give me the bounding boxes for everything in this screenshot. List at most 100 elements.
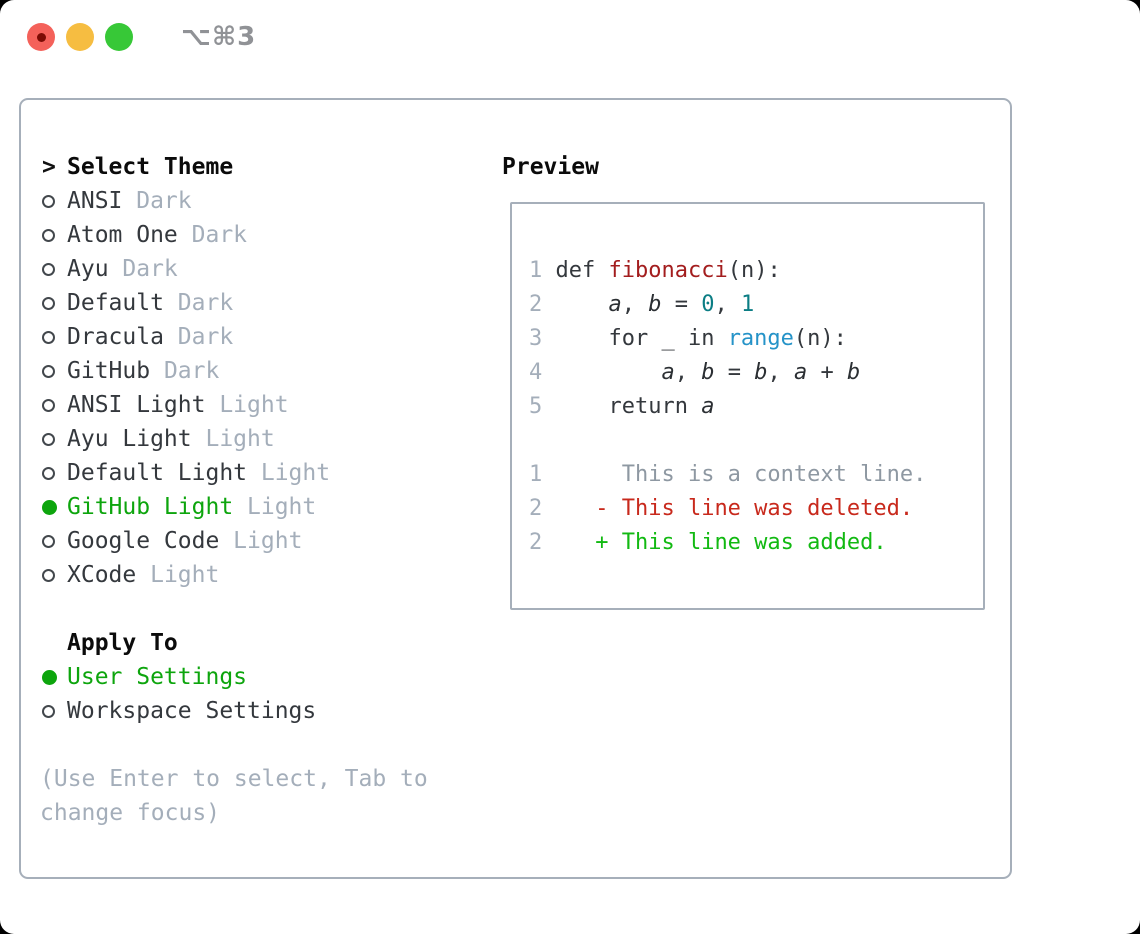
theme-option-github-light[interactable]: GitHub Light Light xyxy=(42,490,330,524)
theme-option-ansi-light[interactable]: ANSI Light Light xyxy=(42,388,330,422)
theme-name: GitHub xyxy=(67,358,151,384)
theme-variant: Dark xyxy=(122,188,192,214)
apply-option-label: User Settings xyxy=(67,664,248,690)
theme-name: Ayu xyxy=(67,256,109,282)
close-button[interactable] xyxy=(27,23,55,51)
apply-option-user-settings[interactable]: User Settings xyxy=(42,660,316,694)
theme-variant: Light xyxy=(219,528,303,554)
theme-name: XCode xyxy=(67,562,137,588)
code-token: , xyxy=(714,291,741,317)
radio-icon xyxy=(42,194,55,208)
theme-variant: Light xyxy=(247,460,331,486)
code-token: = xyxy=(714,359,755,385)
theme-option-github[interactable]: GitHub Dark xyxy=(42,354,330,388)
window-title: ⌥⌘3 xyxy=(181,22,257,52)
radio-icon xyxy=(42,398,55,412)
radio-icon xyxy=(42,466,55,480)
radio-selected-icon xyxy=(42,499,57,515)
line-number: 3 xyxy=(529,325,556,351)
code-token: 0 xyxy=(701,291,715,317)
theme-variant: Light xyxy=(191,426,275,452)
theme-name: ANSI Light xyxy=(67,392,206,418)
code-token: = xyxy=(661,291,702,317)
theme-variant: Dark xyxy=(150,358,220,384)
line-number: 2 xyxy=(529,291,556,317)
theme-option-default[interactable]: Default Dark xyxy=(42,286,330,320)
radio-selected-icon xyxy=(42,669,57,685)
preview-code-line: 2 a, b = 0, 1 xyxy=(529,287,983,321)
code-token: b xyxy=(754,359,768,385)
theme-name: Ayu Light xyxy=(67,426,192,452)
apply-option-workspace-settings[interactable]: Workspace Settings xyxy=(42,694,316,728)
theme-variant: Dark xyxy=(163,324,234,350)
apply-option-label: Workspace Settings xyxy=(67,698,317,724)
theme-option-ayu[interactable]: Ayu Dark xyxy=(42,252,330,286)
theme-option-xcode[interactable]: XCode Light xyxy=(42,558,330,592)
theme-option-dracula[interactable]: Dracula Dark xyxy=(42,320,330,354)
code-token: a xyxy=(701,393,715,419)
theme-name: Google Code xyxy=(67,528,220,554)
theme-name: Default Light xyxy=(67,460,248,486)
code-token: , xyxy=(621,291,649,317)
line-number: 5 xyxy=(529,393,556,419)
theme-option-google-code[interactable]: Google Code Light xyxy=(42,524,330,558)
theme-name: Default xyxy=(67,290,164,316)
titlebar: ⌥⌘3 xyxy=(0,0,1140,74)
code-token: b xyxy=(648,291,662,317)
code-token: (n): xyxy=(727,257,781,283)
preview-code-line xyxy=(529,423,983,457)
preview-code-line: 1 def fibonacci(n): xyxy=(529,253,983,287)
code-token: a xyxy=(608,291,622,317)
code-token: This is a context line. xyxy=(555,461,927,487)
theme-variant: Light xyxy=(205,392,289,418)
code-token: - This line was deleted. xyxy=(555,495,914,521)
code-token: + xyxy=(807,359,847,385)
code-token: for _ in xyxy=(555,325,728,351)
theme-option-atom-one[interactable]: Atom One Dark xyxy=(42,218,330,252)
theme-name: Atom One xyxy=(67,222,178,248)
code-token: fibonacci xyxy=(608,257,728,283)
line-number: 4 xyxy=(529,359,556,385)
preview-title: Preview xyxy=(502,154,599,180)
apply-to-header: Apply To xyxy=(42,626,316,660)
apply-to-title: Apply To xyxy=(67,630,178,656)
preview-code-line: 2 - This line was deleted. xyxy=(529,491,983,525)
theme-variant: Dark xyxy=(108,256,178,282)
minimize-button[interactable] xyxy=(66,23,94,51)
code-token: , xyxy=(767,359,794,385)
radio-icon xyxy=(42,330,55,344)
code-token: a xyxy=(793,359,808,385)
code-token: 1 xyxy=(740,291,755,317)
select-theme-header: > Select Theme xyxy=(42,150,330,184)
radio-icon xyxy=(42,296,55,310)
preview-code-line: 4 a, b = b, a + b xyxy=(529,355,983,389)
preview-code-line: 2 + This line was added. xyxy=(529,525,983,559)
prompt-icon: > xyxy=(42,154,56,180)
radio-icon xyxy=(42,534,55,548)
theme-option-ansi[interactable]: ANSI Dark xyxy=(42,184,330,218)
radio-icon xyxy=(42,568,55,582)
line-number: 1 xyxy=(529,257,556,283)
theme-variant: Dark xyxy=(177,222,248,248)
theme-option-ayu-light[interactable]: Ayu Light Light xyxy=(42,422,330,456)
code-token xyxy=(556,360,662,385)
theme-name: ANSI xyxy=(67,188,123,214)
line-number: 2 xyxy=(529,495,556,521)
theme-variant: Light xyxy=(233,494,317,520)
theme-name: GitHub Light xyxy=(67,494,234,520)
help-line: (Use Enter to select, Tab to xyxy=(40,766,428,792)
theme-option-default-light[interactable]: Default Light Light xyxy=(42,456,330,490)
code-token: , xyxy=(674,359,702,385)
code-token: (n): xyxy=(793,325,847,351)
code-token xyxy=(556,292,609,317)
radio-icon xyxy=(42,432,55,446)
maximize-button[interactable] xyxy=(105,23,133,51)
code-token: b xyxy=(701,359,715,385)
line-number: 1 xyxy=(529,461,556,487)
